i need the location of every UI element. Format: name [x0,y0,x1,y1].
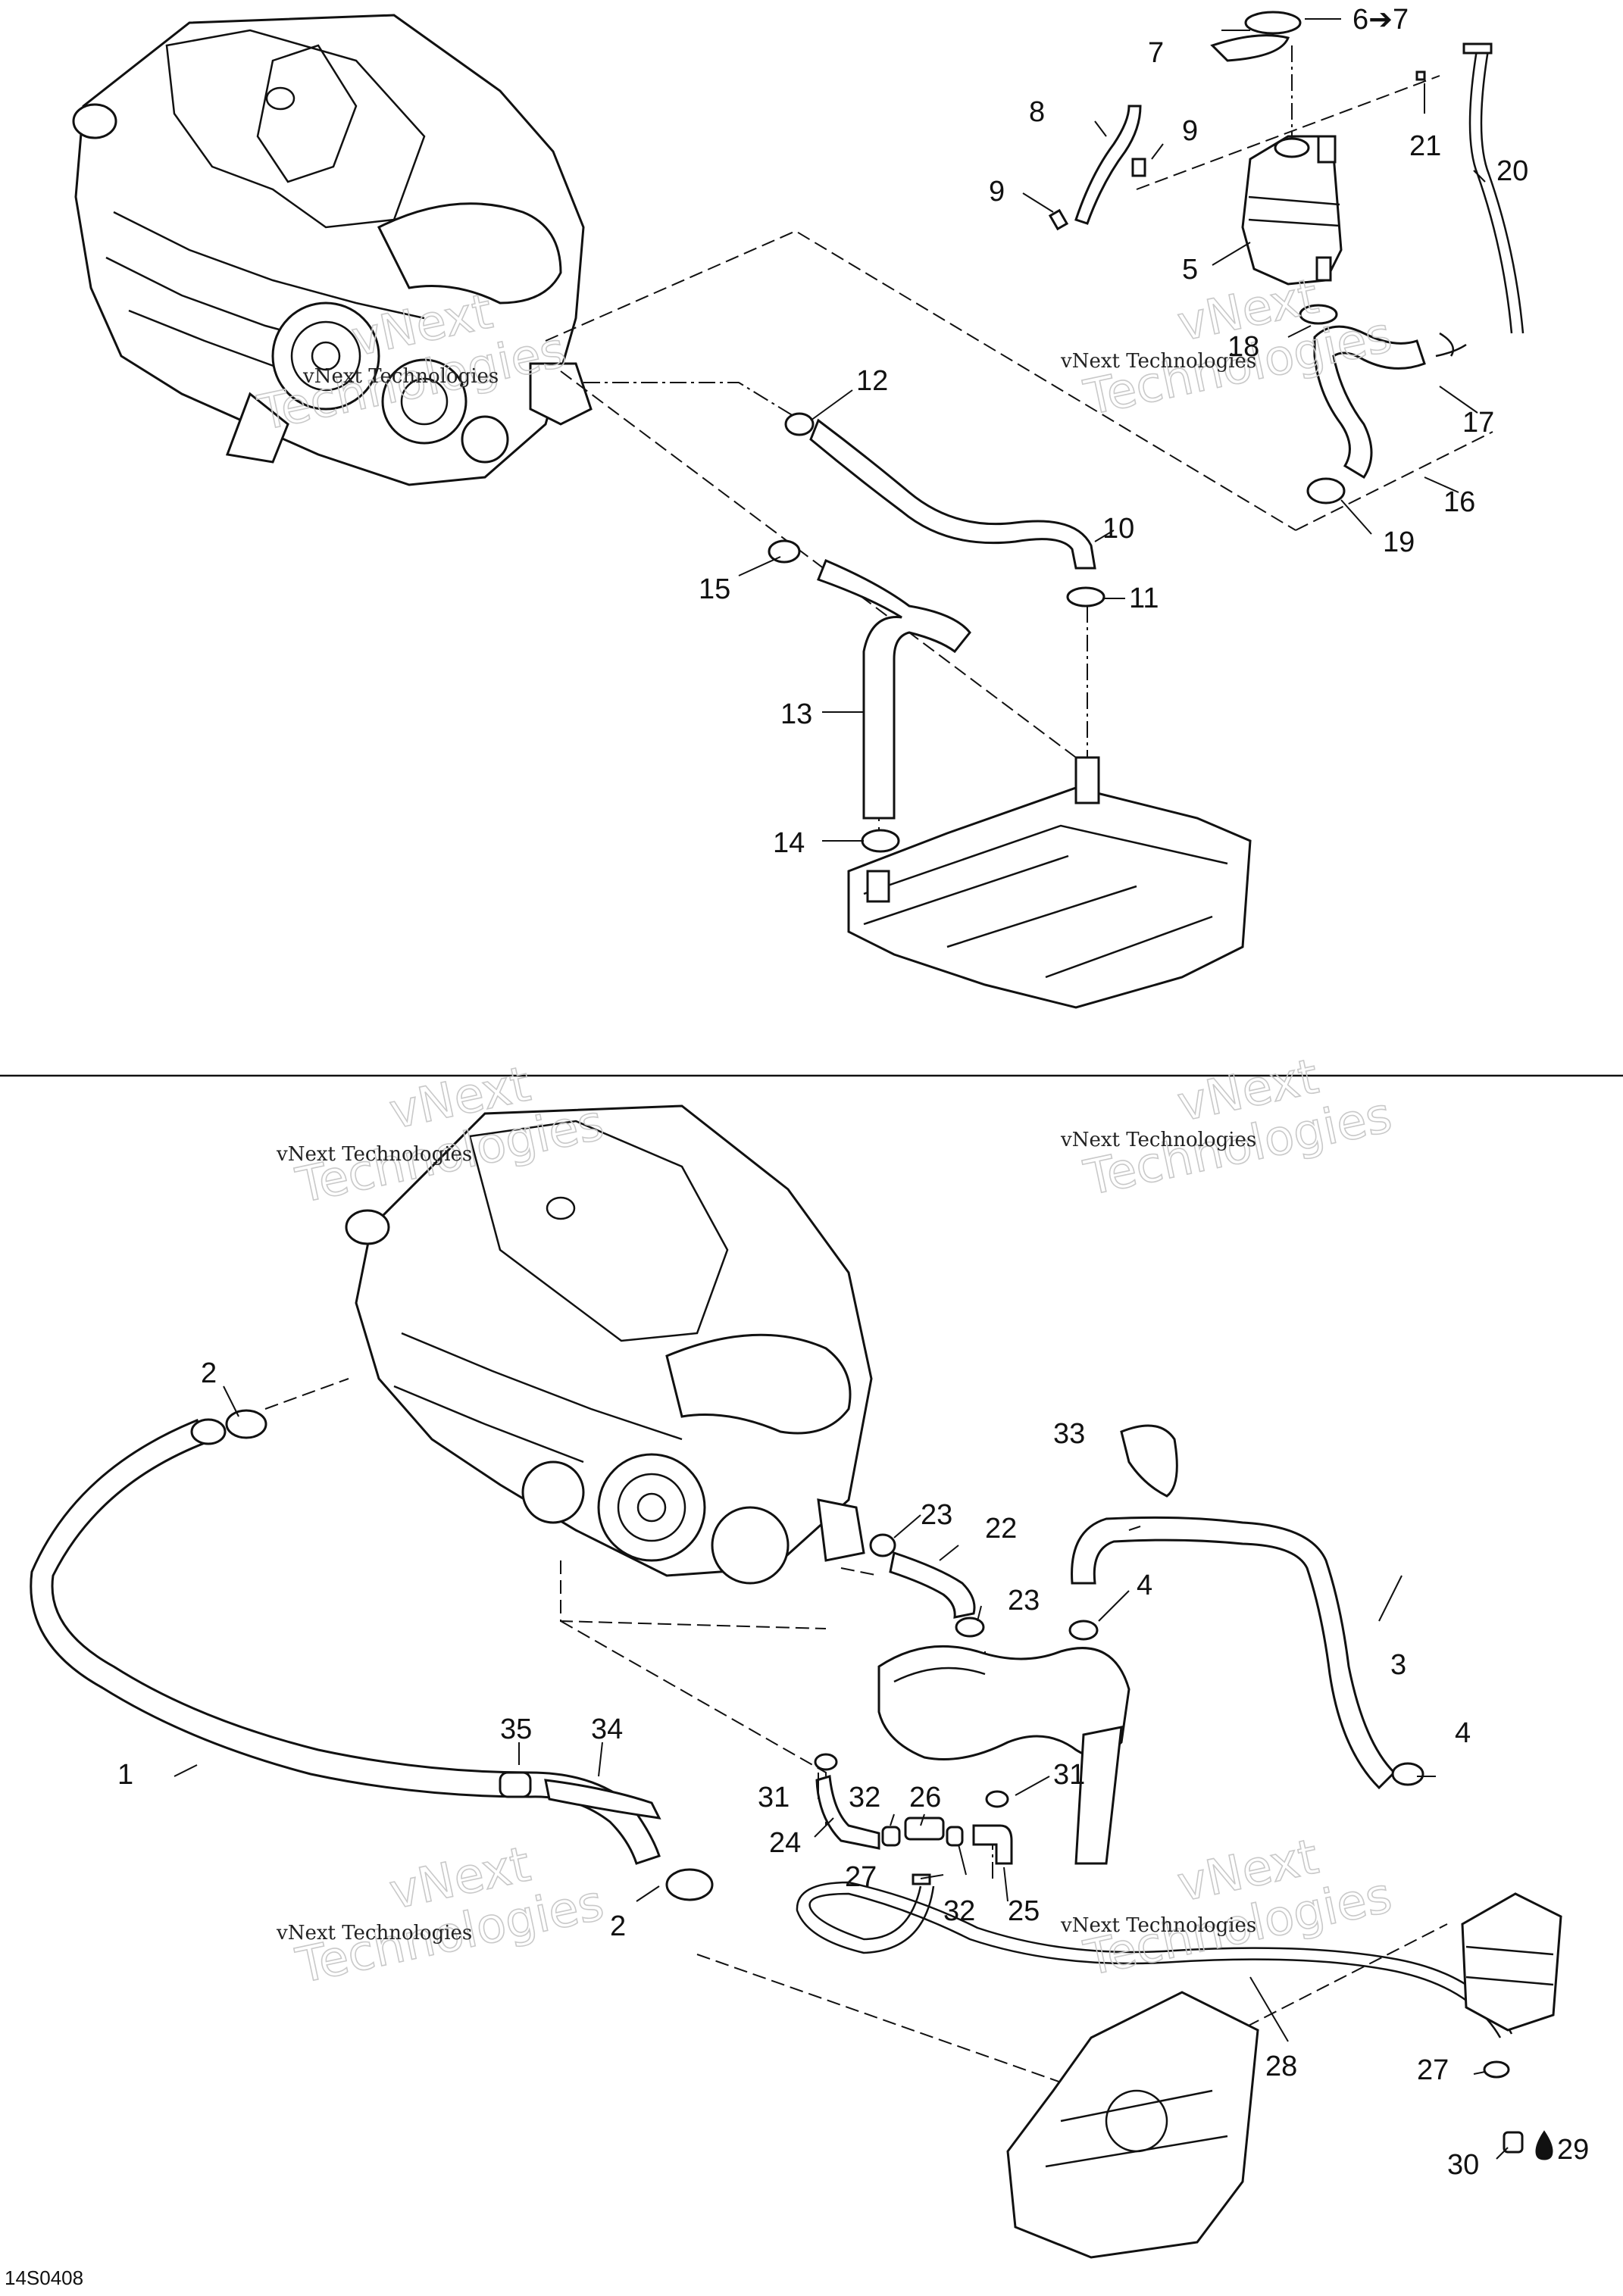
coolant-expansion-tank [1241,135,1343,286]
callout-28: 28 [1265,2051,1297,2082]
watermark-small: vNext Technologies [1060,1129,1256,1151]
callout-9: 9 [989,176,1005,208]
callout-18: 18 [1227,331,1259,363]
upper-radiator-hose [784,412,1105,608]
watermark-small: vNext Technologies [1060,350,1256,373]
bottom-connection-lines [264,1378,1448,2099]
watermark-small: vNext Technologies [302,365,499,388]
exhaust-manifold [877,1645,1130,1865]
callout-10: 10 [1102,513,1134,545]
callout-11: 11 [1129,583,1159,614]
callout-30: 30 [1447,2149,1479,2181]
tank-lower-hose [1299,304,1467,504]
callout-31: 31 [1053,1759,1085,1791]
tank-cap [1210,11,1302,62]
callout-22: 22 [985,1513,1017,1545]
callout-14: 14 [773,827,805,859]
watermark-small: vNext Technologies [1060,1914,1256,1937]
callout-4: 4 [1455,1717,1471,1749]
callout-9: 9 [1182,115,1198,147]
callout-15: 15 [699,573,730,605]
pump-housing [1461,1892,1562,2032]
watermarks: vNext Technologies vNext Technologies vN… [253,268,1397,1996]
callout-labels: 6➔7 7 8 9 9 21 20 5 18 17 16 19 12 10 11… [117,4,1589,2181]
callout-25: 25 [1008,1895,1040,1927]
drain-plug [1483,2060,1553,2160]
callout-20: 20 [1496,155,1528,187]
callout-27: 27 [1417,2054,1449,2086]
callout-6-7: 6➔7 [1352,4,1409,36]
callout-32: 32 [943,1895,975,1927]
callout-21: 21 [1409,130,1441,162]
overflow-hose [1048,105,1146,231]
drain-hose-28 [796,1881,1513,2038]
callout-33: 33 [1053,1418,1085,1450]
heat-exchanger-plate [847,756,1252,1009]
short-hose-22 [869,1533,985,1638]
lower-radiator-hose [768,539,971,853]
callout-29: 29 [1557,2134,1589,2166]
callout-31: 31 [758,1782,790,1813]
callout-23: 23 [921,1499,952,1531]
callout-17: 17 [1462,407,1494,439]
drawing-reference-code: 14S0408 [5,2266,84,2289]
callout-3: 3 [1390,1649,1406,1681]
long-coolant-hose-1 [30,1409,714,1901]
callout-7: 7 [1148,37,1164,69]
callout-34: 34 [591,1713,623,1745]
watermark-small: vNext Technologies [276,1143,472,1166]
long-coolant-hose-3 [1068,1516,1424,1790]
leader-lines [174,18,1509,2160]
callout-4: 4 [1137,1570,1152,1601]
vent-tube [1415,42,1524,334]
callout-26: 26 [909,1782,941,1813]
callout-16: 16 [1443,486,1475,518]
callout-35: 35 [500,1713,532,1745]
callout-32: 32 [849,1782,880,1813]
callout-24: 24 [769,1827,801,1859]
callout-2: 2 [610,1910,626,1942]
callout-8: 8 [1029,96,1045,128]
hose-sleeve-parts [499,1771,661,1820]
callout-5: 5 [1182,254,1198,286]
callout-2: 2 [201,1357,217,1389]
callout-1: 1 [117,1759,133,1791]
jet-pump-assembly [1006,1991,1259,2259]
callout-23: 23 [1008,1585,1040,1617]
callout-19: 19 [1383,526,1415,558]
bottom-engine-assembly [345,1104,873,1585]
watermark-small: vNext Technologies [276,1922,472,1945]
callout-13: 13 [780,698,812,730]
callout-12: 12 [856,365,888,397]
callout-27: 27 [845,1861,877,1893]
top-engine-assembly [72,14,593,486]
gasket-33 [1120,1424,1178,1498]
